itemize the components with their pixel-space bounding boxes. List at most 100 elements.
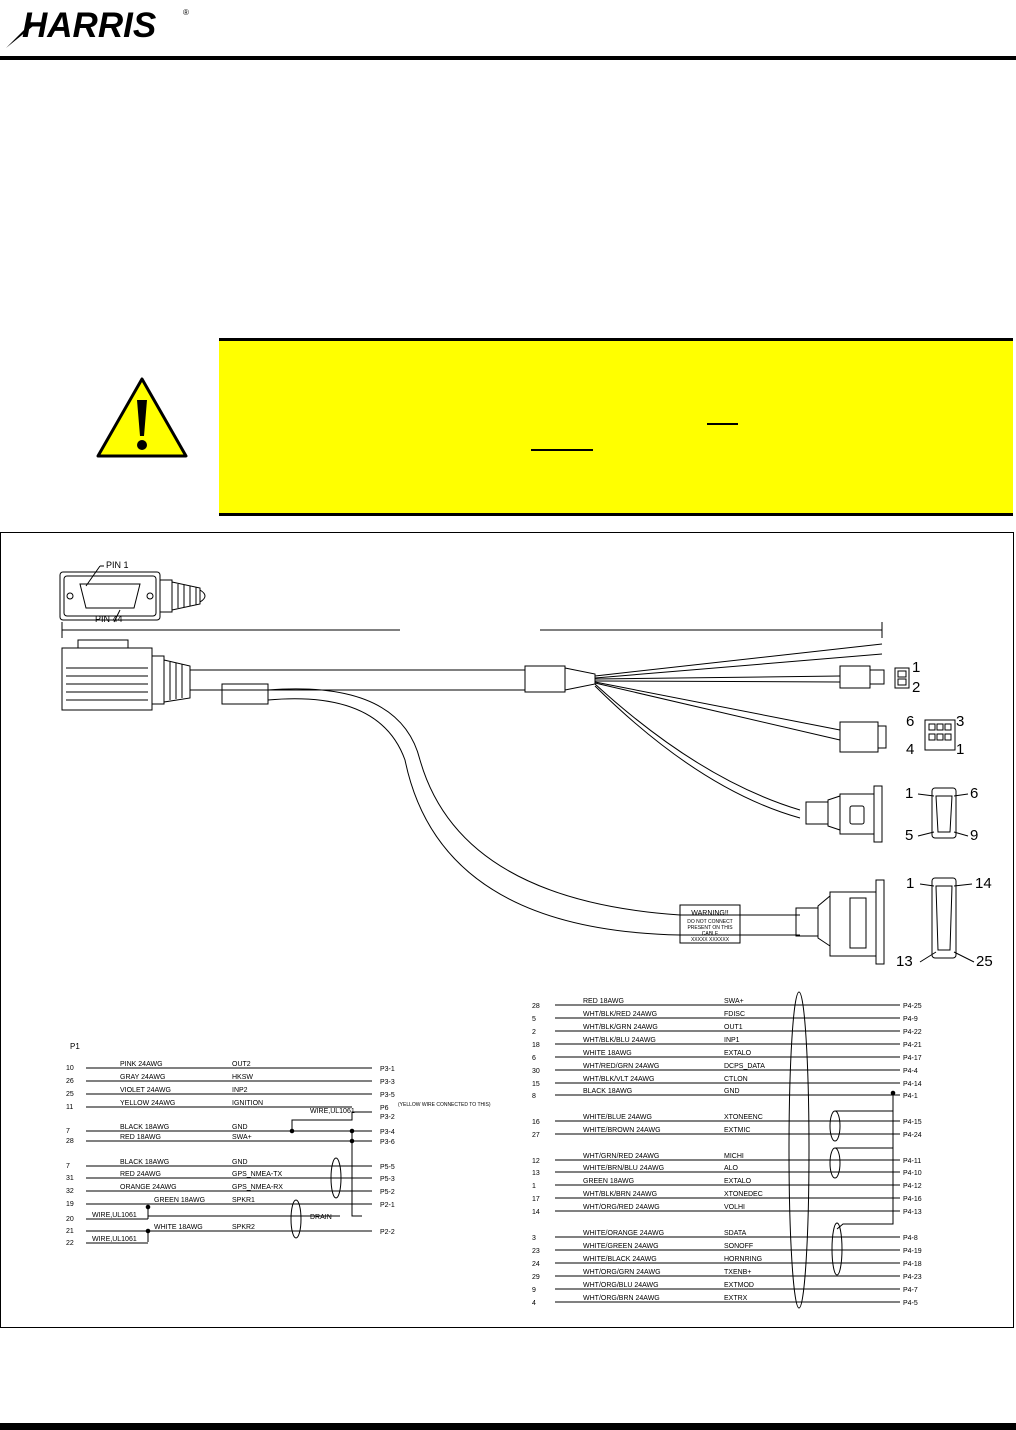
wire-label: WHITE/BLUE 24AWG	[583, 1114, 652, 1121]
dest-label: P3-2	[380, 1114, 395, 1121]
cable-warning-title: WARNING!!	[691, 910, 729, 917]
dest-label: P4-16	[903, 1196, 922, 1203]
wire-label: WHITE/BRN/BLU 24AWG	[583, 1165, 664, 1172]
dest-label: P4-23	[903, 1274, 922, 1281]
pin-number: 13	[532, 1170, 540, 1177]
wire-label: GREEN 18AWG	[154, 1197, 205, 1204]
dest-label: P4-18	[903, 1261, 922, 1268]
dest-label: P4-21	[903, 1042, 922, 1049]
db25-pin-label: 1	[906, 875, 914, 892]
signal-label: SPKR2	[232, 1224, 255, 1231]
p3-pin-label: 2	[912, 679, 920, 696]
signal-label: FDISC	[724, 1011, 745, 1018]
pin-number: 5	[532, 1016, 536, 1023]
wire-label: WHT/ORG/RED 24AWG	[583, 1204, 660, 1211]
pin-number: 4	[532, 1300, 536, 1307]
wire-label: WHITE/GREEN 24AWG	[583, 1243, 659, 1250]
dest-label: P3-1	[380, 1066, 395, 1073]
dest-label: P4-13	[903, 1209, 922, 1216]
dest-label: P4-4	[903, 1068, 918, 1075]
db25-pin-label: 13	[896, 953, 913, 970]
pin-number: 20	[66, 1216, 74, 1223]
pin-number: 12	[532, 1158, 540, 1165]
p5-pin-label: 3	[956, 713, 964, 730]
dest-label: P6	[380, 1105, 389, 1112]
signal-label: XTONEENC	[724, 1114, 763, 1121]
wire-label: WHITE 18AWG	[154, 1224, 203, 1231]
left-wiring-schematic: P1 WIRE,UL1061 P3-2 (YELLOW WIRE CONNECT…	[66, 1042, 491, 1247]
signal-label: GND	[724, 1088, 740, 1095]
harris-logo: HARRIS ®	[4, 2, 192, 50]
p5-pin-label: 1	[956, 741, 964, 758]
pin-number: 21	[66, 1228, 74, 1235]
signal-label: EXTALO	[724, 1178, 752, 1185]
wire-label: WHITE 18AWG	[583, 1050, 632, 1057]
signal-label: GND	[232, 1124, 248, 1131]
signal-label: GND	[232, 1159, 248, 1166]
wire-label: VIOLET 24AWG	[120, 1087, 171, 1094]
dest-label: P4-14	[903, 1081, 922, 1088]
warning-triangle-icon	[96, 377, 188, 458]
wire-label: RED 18AWG	[120, 1134, 161, 1141]
dest-label: P5-3	[380, 1176, 395, 1183]
wire-label: RED 18AWG	[583, 998, 624, 1005]
dest-label: P4-19	[903, 1248, 922, 1255]
pin-number: 3	[532, 1235, 536, 1242]
signal-label: HKSW	[232, 1074, 253, 1081]
cable-diagram-frame	[0, 532, 1014, 1328]
signal-label: TXENB+	[724, 1269, 751, 1276]
main-connector-body	[61, 647, 153, 711]
pin-number: 7	[66, 1128, 70, 1135]
signal-label: INP2	[232, 1087, 248, 1094]
dest-label: P4-8	[903, 1235, 918, 1242]
signal-label: SWA+	[232, 1134, 252, 1141]
breakout-sleeve	[524, 665, 566, 693]
wire-label: YELLOW 24AWG	[120, 1100, 175, 1107]
signal-label: EXTMOD	[724, 1282, 754, 1289]
caution-panel	[219, 338, 1013, 516]
pin-number: 17	[532, 1196, 540, 1203]
signal-label: DCPS_DATA	[724, 1063, 765, 1070]
signal-label: HORNRING	[724, 1256, 762, 1263]
signal-label: CTLON	[724, 1076, 748, 1083]
wire-label: WHITE/ORANGE 24AWG	[583, 1230, 664, 1237]
wire-label: WHT/GRN/RED 24AWG	[583, 1153, 659, 1160]
db9-pin-label: 1	[905, 785, 913, 802]
wire-label: WHT/BLK/GRN 24AWG	[583, 1024, 658, 1031]
pin-number: 2	[532, 1029, 536, 1036]
db9-pin-label: 6	[970, 785, 978, 802]
p6-note: (YELLOW WIRE CONNECTED TO THIS)	[398, 1102, 491, 1108]
pin-number: 22	[66, 1240, 74, 1247]
wire-note: WIRE,UL1061	[92, 1236, 137, 1243]
pin-number: 18	[532, 1042, 540, 1049]
signal-label: VOLHI	[724, 1204, 745, 1211]
signal-label: SDATA	[724, 1230, 747, 1237]
header-rule	[0, 56, 1016, 60]
p5-pin-label: 4	[906, 741, 914, 758]
wire-label: WHT/BLK/BRN 24AWG	[583, 1191, 657, 1198]
pin-number: 23	[532, 1248, 540, 1255]
wire-label: GREEN 18AWG	[583, 1178, 634, 1185]
p5-pin-label: 6	[906, 713, 914, 730]
pin-number: 32	[66, 1188, 74, 1195]
wire-note: WIRE,UL1061	[310, 1108, 355, 1115]
dest-label: P3-6	[380, 1139, 395, 1146]
wire-label: WHT/RED/GRN 24AWG	[583, 1063, 659, 1070]
caution-underline-1	[707, 423, 738, 425]
dest-label: P5-5	[380, 1164, 395, 1171]
signal-label: SONOFF	[724, 1243, 753, 1250]
dest-label: P3-5	[380, 1092, 395, 1099]
schematic-header: P1	[70, 1042, 80, 1051]
pin-number: 1	[532, 1183, 536, 1190]
wire-label: RED 24AWG	[120, 1171, 161, 1178]
wire-label: BLACK 18AWG	[583, 1088, 632, 1095]
pin-number: 9	[532, 1287, 536, 1294]
pin-number: 24	[532, 1261, 540, 1268]
pin-number: 10	[66, 1065, 74, 1072]
dest-label: P4-1	[903, 1093, 918, 1100]
wire-label: WHITE/BROWN 24AWG	[583, 1127, 661, 1134]
wire-label: WHT/ORG/BRN 24AWG	[583, 1295, 660, 1302]
dest-label: P4-22	[903, 1029, 922, 1036]
